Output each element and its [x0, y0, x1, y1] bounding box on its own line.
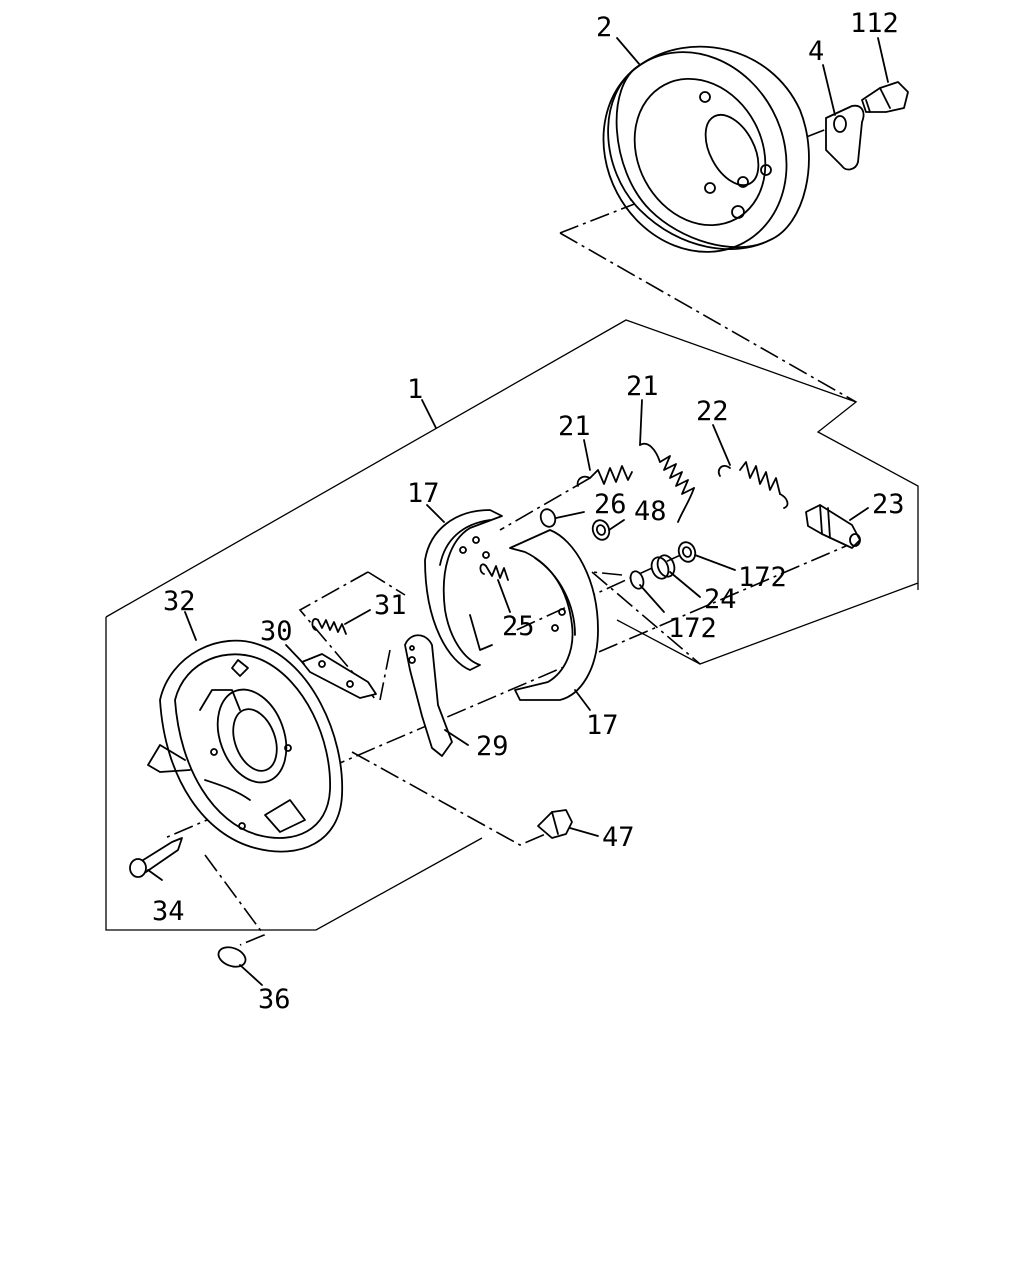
label-part-172-lower: 172 [668, 613, 717, 644]
label-part-22: 22 [696, 396, 729, 427]
leader-lines [147, 37, 889, 986]
label-part-24: 24 [704, 584, 737, 615]
brake-shoe-left [424, 509, 503, 671]
label-part-112: 112 [850, 8, 899, 39]
label-part-36: 36 [258, 984, 291, 1015]
label-part-47: 47 [602, 822, 635, 853]
label-part-172-upper: 172 [738, 562, 787, 593]
spring-part-31 [311, 618, 347, 635]
spring-part-21-upper [639, 442, 695, 523]
label-part-23: 23 [872, 489, 905, 520]
brake-shoe-right [509, 529, 599, 701]
label-part-21-lower: 21 [558, 411, 591, 442]
label-part-2: 2 [596, 12, 612, 43]
label-part-29: 29 [476, 731, 509, 762]
washer-part-172-upper [677, 541, 697, 563]
bracket-part-4 [825, 104, 865, 171]
spring-part-21-lower [576, 465, 633, 487]
label-part-26: 26 [594, 489, 627, 520]
label-part-25: 25 [502, 611, 535, 642]
brake-drum [602, 45, 810, 253]
spring-part-25 [479, 563, 509, 581]
label-part-30: 30 [260, 616, 293, 647]
pin-part-34 [129, 837, 183, 878]
bleeder-part-47 [537, 809, 573, 839]
spring-part-22 [717, 461, 789, 509]
spring-part-24 [650, 554, 676, 580]
label-part-1: 1 [407, 374, 423, 405]
label-part-17-lower: 17 [586, 710, 619, 741]
clip-part-36 [217, 946, 247, 968]
label-part-17-upper: 17 [407, 478, 440, 509]
cylinder-part-23 [805, 504, 861, 549]
label-part-34: 34 [152, 896, 185, 927]
backing-plate [147, 639, 343, 853]
label-part-48: 48 [634, 496, 667, 527]
assembly-outline [105, 319, 919, 931]
label-part-31: 31 [374, 590, 407, 621]
label-part-32: 32 [163, 586, 196, 617]
washer-part-26 [539, 508, 557, 528]
callout-labels: 2 4 112 1 21 22 21 17 23 26 48 172 24 31… [152, 8, 905, 1015]
lever-part-29 [404, 634, 453, 757]
label-part-4: 4 [808, 36, 824, 67]
lever-part-30 [301, 653, 377, 699]
ring-part-48 [591, 519, 611, 541]
bolt-part-112 [861, 81, 909, 113]
label-part-21-upper: 21 [626, 371, 659, 402]
